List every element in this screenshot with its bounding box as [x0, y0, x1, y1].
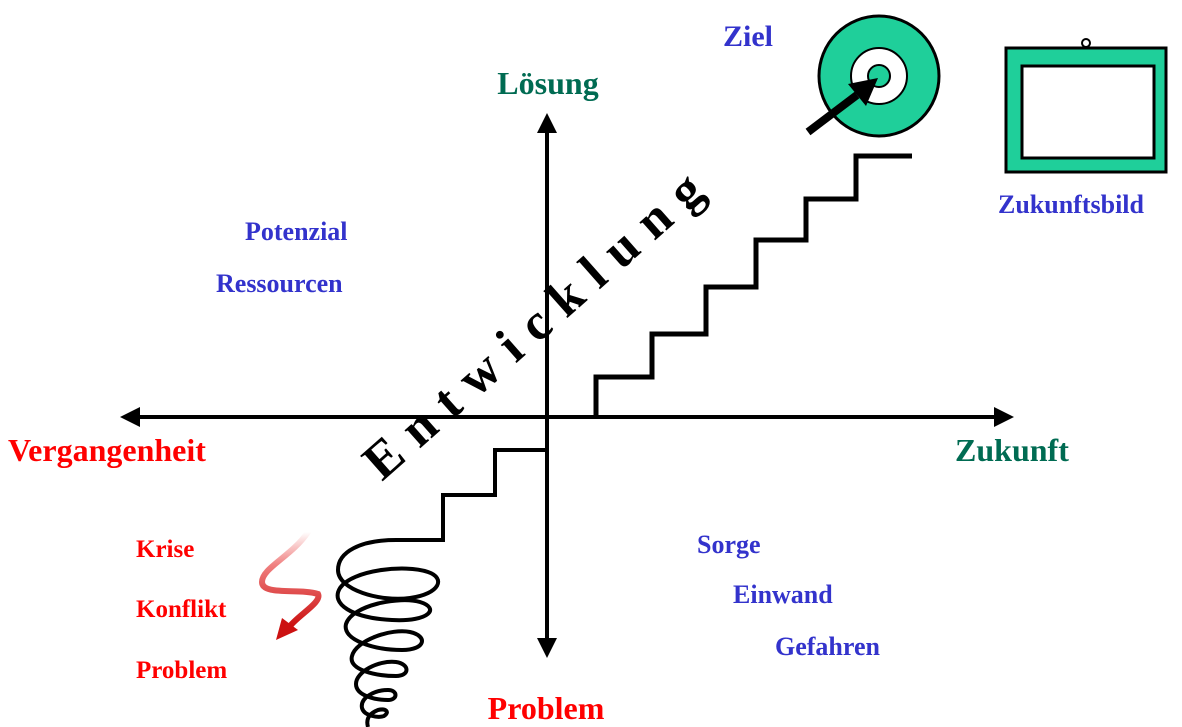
- upper-staircase: [593, 153, 912, 417]
- goal-label: Ziel: [723, 20, 773, 53]
- crisis-label: Krise: [136, 536, 194, 563]
- right-axis-label: Zukunft: [955, 432, 1069, 468]
- potential-label: Potenzial: [245, 217, 348, 246]
- problem-label: Problem: [136, 657, 227, 684]
- resources-label: Ressourcen: [216, 269, 343, 298]
- left-axis-label: Vergangenheit: [8, 432, 206, 468]
- conflict-label: Konflikt: [136, 596, 227, 623]
- lower-staircase: [396, 448, 549, 542]
- worry-label: Sorge: [697, 530, 761, 559]
- crisis-arrow-head: [276, 618, 298, 640]
- bottom-axis-label: Problem: [488, 690, 605, 726]
- development-label: E n t w i c k l u n g: [352, 161, 715, 491]
- picture-frame-icon: [1004, 38, 1168, 174]
- target-icon: [817, 14, 941, 138]
- top-axis-label: Lösung: [497, 65, 598, 101]
- future-picture-label: Zukunftsbild: [998, 190, 1145, 219]
- dangers-label: Gefahren: [775, 632, 880, 661]
- goal-arrow: [805, 78, 878, 136]
- crisis-arrow: [258, 529, 322, 629]
- downward-spiral: [335, 538, 440, 727]
- objection-label: Einwand: [733, 580, 833, 609]
